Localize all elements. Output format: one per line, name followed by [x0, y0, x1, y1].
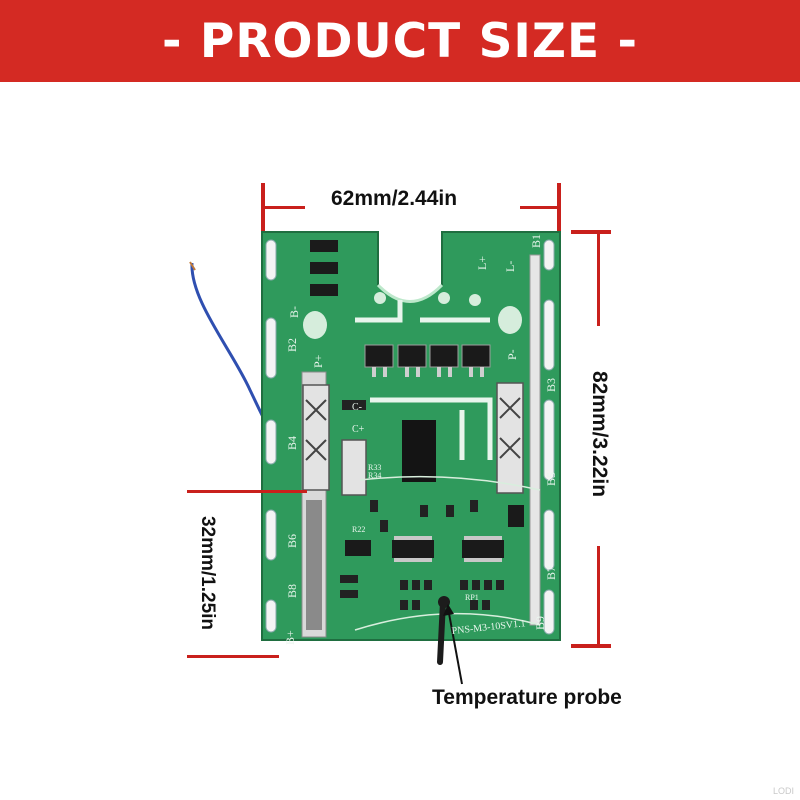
mosfets [364, 344, 491, 368]
svg-text:B+: B+ [283, 630, 297, 645]
svg-text:B9: B9 [533, 616, 547, 630]
height-dimension-line-top [597, 234, 600, 326]
svg-text:B2: B2 [285, 338, 299, 352]
height-dimension-line-bottom [597, 546, 600, 644]
terminal-dimension-bottom-tick [187, 655, 279, 658]
svg-text:B3: B3 [544, 378, 558, 392]
svg-text:B4: B4 [285, 436, 299, 450]
svg-text:L-: L- [503, 261, 517, 272]
height-dimension-label: 82mm/3.22in [588, 370, 611, 498]
height-dimension-bottom-tick [571, 644, 611, 648]
width-dimension-label: 62mm/2.44in [331, 187, 458, 210]
svg-text:B1: B1 [529, 234, 543, 248]
smd-resistors [310, 240, 338, 296]
terminal-dimension-top-tick [187, 490, 307, 493]
svg-text:B5: B5 [544, 472, 558, 486]
svg-text:B-: B- [287, 306, 301, 318]
svg-text:L+: L+ [475, 256, 489, 270]
dc-jack [402, 420, 436, 482]
blue-wire [190, 262, 274, 432]
svg-text:R33: R33 [368, 463, 381, 472]
svg-text:C-: C- [352, 402, 362, 413]
svg-text:P-: P- [505, 349, 519, 360]
svg-text:P+: P+ [311, 354, 325, 368]
right-mounting-slots [543, 239, 555, 635]
right-metal-strip [529, 254, 541, 626]
svg-text:B8: B8 [285, 584, 299, 598]
svg-text:C+: C+ [352, 424, 365, 435]
width-dimension-line-right [520, 206, 557, 209]
width-dimension-line-left [265, 206, 305, 209]
watermark: LODI [772, 786, 794, 796]
svg-text:R34: R34 [368, 471, 381, 480]
left-mounting-slots [265, 239, 277, 633]
svg-text:R22: R22 [352, 525, 365, 534]
width-dimension-right-tick [557, 183, 561, 231]
banner-title: - PRODUCT SIZE - [162, 13, 638, 69]
svg-text:RP1: RP1 [465, 593, 479, 602]
temperature-probe-label: Temperature probe [432, 686, 622, 709]
height-dimension-top-tick [571, 230, 611, 234]
temperature-probe-wire [437, 599, 446, 665]
svg-text:B6: B6 [285, 534, 299, 548]
product-size-banner: - PRODUCT SIZE - [0, 0, 800, 82]
terminal-dimension-label: 32mm/1.25in [197, 515, 218, 631]
integrated-circuits [345, 505, 524, 558]
width-dimension-left-tick [261, 183, 265, 231]
svg-text:B7: B7 [544, 566, 558, 580]
probe-callout-arrow [447, 607, 463, 685]
